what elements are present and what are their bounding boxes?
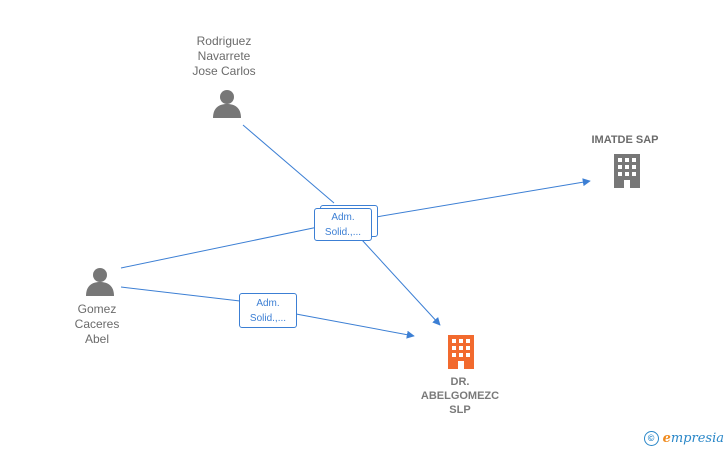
person-icon[interactable] (85, 266, 115, 296)
edge-gomez-to-box (120, 226, 319, 269)
gomez-name-label: Gomez Caceres Abel (74, 302, 120, 346)
edge-label-lower-line2: Solid.,... (249, 313, 287, 324)
edge-label-lower[interactable]: Adm. Solid.,... (239, 293, 297, 328)
edge-lower-box-to-abelgomezc (295, 313, 415, 339)
building-icon[interactable] (446, 335, 476, 369)
imatde-name-label: IMATDE SAP (591, 134, 659, 146)
brand-logo: empresia (663, 431, 724, 446)
brand-initial: e (662, 431, 671, 446)
edge-box-to-imatde (375, 178, 591, 218)
edge-label-upper-line2: Solid.,... (324, 227, 362, 238)
edge-rodriguez-to-box (242, 124, 335, 204)
rodriguez-name-label: Rodriguez Navarrete Jose Carlos (192, 34, 256, 78)
edge-label-upper[interactable]: Adm. Solid.,... (314, 208, 372, 241)
abelgomezc-name-label: DR. ABELGOMEZC SLP (420, 376, 500, 416)
edge-box-to-abelgomezc (361, 239, 441, 326)
edge-label-lower-line1: Adm. (256, 298, 280, 309)
brand-footer[interactable]: © empresia (643, 431, 724, 446)
edge-label-upper-line1: Adm. (331, 212, 355, 223)
edge-gomez-to-lower-box (120, 286, 241, 302)
building-icon[interactable] (612, 154, 642, 188)
person-icon[interactable] (212, 88, 242, 118)
copyright-icon: © (643, 431, 659, 446)
brand-name: mpresia (670, 431, 724, 446)
